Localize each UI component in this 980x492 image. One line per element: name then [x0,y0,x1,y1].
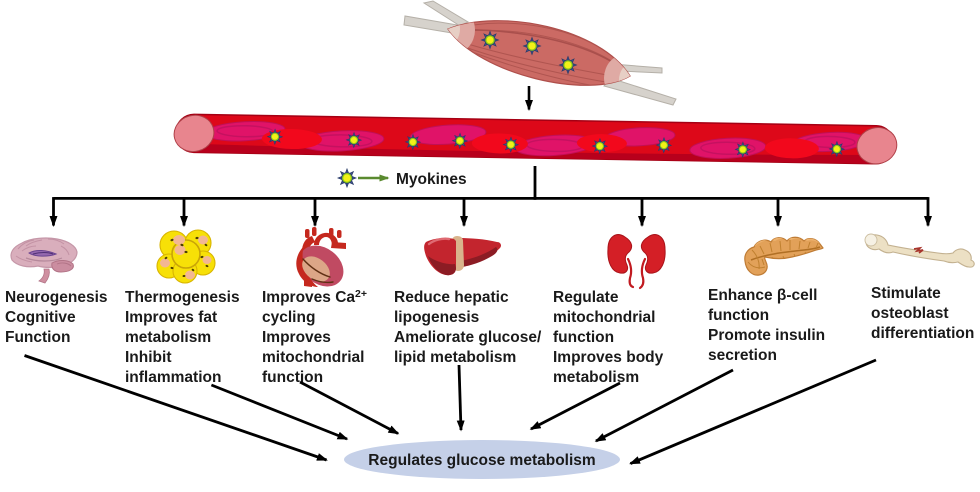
svg-text:Inhibit: Inhibit [125,349,172,366]
svg-text:Improves body: Improves body [553,349,664,366]
svg-text:lipid metabolism: lipid metabolism [394,349,516,366]
svg-text:function: function [262,369,323,386]
svg-text:Improves: Improves [262,329,331,346]
svg-text:mitochondrial: mitochondrial [262,349,364,366]
svg-text:Enhance β-cell: Enhance β-cell [708,287,817,304]
svg-text:Cognitive: Cognitive [5,309,76,326]
svg-text:Myokines: Myokines [396,171,467,188]
svg-text:Regulate: Regulate [553,289,619,306]
svg-text:Function: Function [5,329,70,346]
svg-text:secretion: secretion [708,347,777,364]
svg-text:Improves fat: Improves fat [125,309,217,326]
svg-text:Promote insulin: Promote insulin [708,327,825,344]
svg-text:osteoblast: osteoblast [871,305,949,322]
svg-text:Improves Ca2+: Improves Ca2+ [262,288,367,306]
svg-text:Reduce hepatic: Reduce hepatic [394,289,509,306]
svg-text:Neurogenesis: Neurogenesis [5,289,108,306]
svg-text:Stimulate: Stimulate [871,285,941,302]
svg-text:mitochondrial: mitochondrial [553,309,655,326]
svg-text:metabolism: metabolism [553,369,639,386]
svg-text:differentiation: differentiation [871,325,974,342]
svg-text:function: function [553,329,614,346]
svg-text:function: function [708,307,769,324]
svg-text:Thermogenesis: Thermogenesis [125,289,240,306]
svg-text:inflammation: inflammation [125,369,221,386]
svg-text:cycling: cycling [262,309,315,326]
svg-text:lipogenesis: lipogenesis [394,309,479,326]
svg-text:Ameliorate glucose/: Ameliorate glucose/ [394,329,542,346]
svg-text:Regulates glucose metabolism: Regulates glucose metabolism [368,452,595,469]
svg-text:metabolism: metabolism [125,329,211,346]
